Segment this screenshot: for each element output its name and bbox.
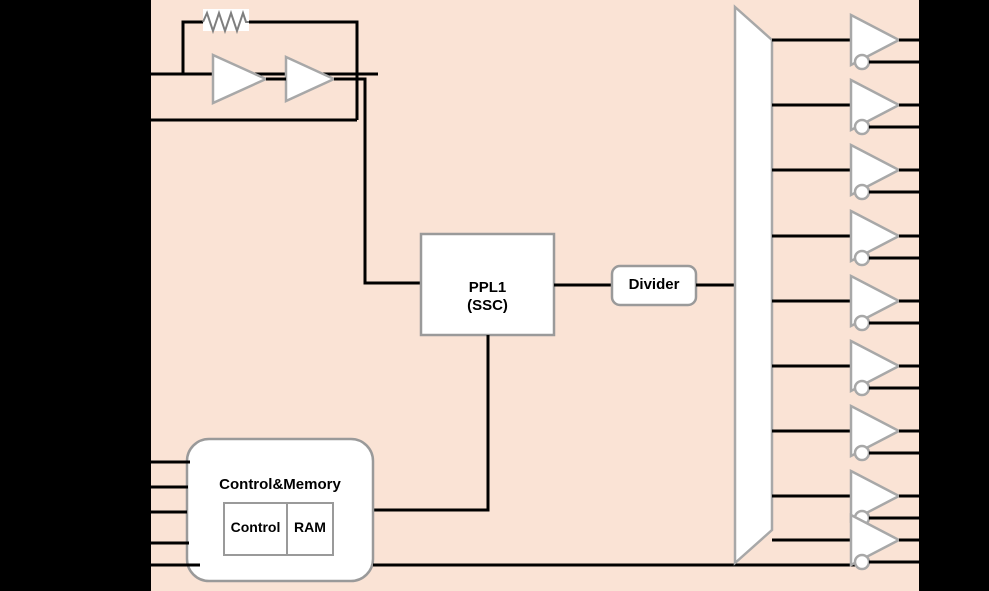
osc-to-pll-line xyxy=(334,77,421,285)
pll-label: PPL1(SSC) xyxy=(467,279,508,314)
osc-wiring xyxy=(266,77,421,285)
resistor-zigzag-icon xyxy=(202,9,249,35)
ram-label: RAM xyxy=(294,519,326,535)
left-control-pin-lines xyxy=(151,460,200,567)
divider-label: Divider xyxy=(628,276,680,293)
inverting-bubble-icon xyxy=(853,53,871,71)
feedback-left-leg xyxy=(181,20,203,74)
inverting-bubble-icon xyxy=(853,444,871,462)
inverting-bubble-icon xyxy=(853,379,871,397)
output-buffer-group xyxy=(772,12,919,571)
inverting-bubble-icon xyxy=(853,249,871,267)
inverting-bubble-icon xyxy=(853,118,871,136)
triangle-amplifier-icon[interactable] xyxy=(849,142,902,198)
feedback-loop xyxy=(181,20,359,120)
inverting-bubble-icon xyxy=(853,314,871,332)
control-label: Control xyxy=(230,519,281,535)
triangle-amplifier-icon[interactable] xyxy=(849,468,902,524)
left-pin-lines xyxy=(151,72,378,122)
triangle-amplifier-icon[interactable] xyxy=(849,338,902,394)
trapezoid-bus-icon[interactable] xyxy=(733,4,774,566)
control-memory-label: Control&Memory xyxy=(219,476,341,493)
feedback-right-leg xyxy=(249,20,359,120)
triangle-amplifier-icon xyxy=(211,53,270,105)
triangle-amplifier-icon[interactable] xyxy=(849,273,902,329)
triangle-amplifier-icon xyxy=(284,55,338,103)
triangle-amplifier-icon[interactable] xyxy=(849,512,902,568)
inverting-bubble-icon xyxy=(853,553,871,571)
pll-to-control-line xyxy=(373,335,490,512)
triangle-amplifier-icon[interactable] xyxy=(849,208,902,264)
ram-subblock[interactable] xyxy=(286,502,334,556)
triangle-amplifier-icon[interactable] xyxy=(849,12,902,68)
triangle-amplifier-icon[interactable] xyxy=(849,77,902,133)
triangle-amplifier-icon[interactable] xyxy=(849,403,902,459)
pll-block[interactable] xyxy=(419,232,556,337)
inverting-bubble-icon xyxy=(853,183,871,201)
